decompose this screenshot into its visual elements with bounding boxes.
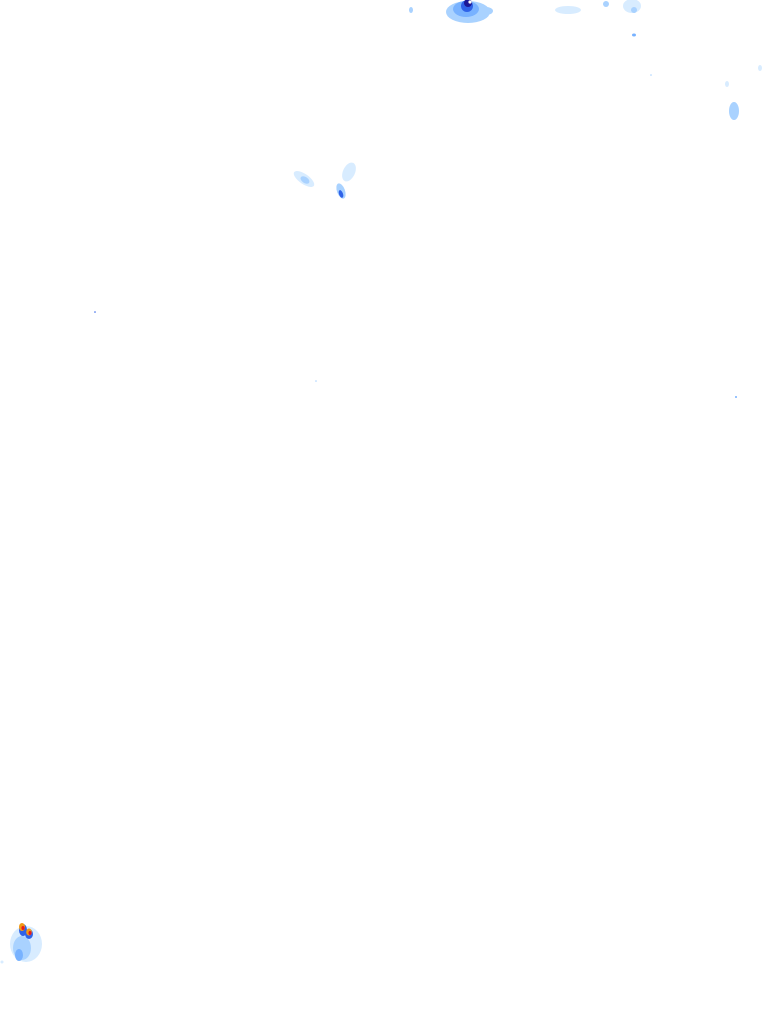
echo-speckles	[94, 74, 737, 398]
echo-top-far-right	[725, 65, 762, 120]
echo-top-right	[555, 0, 641, 37]
echo-upper-middle	[293, 162, 356, 199]
echo-top-center	[409, 0, 493, 23]
echo-bottom-left	[0, 923, 42, 964]
